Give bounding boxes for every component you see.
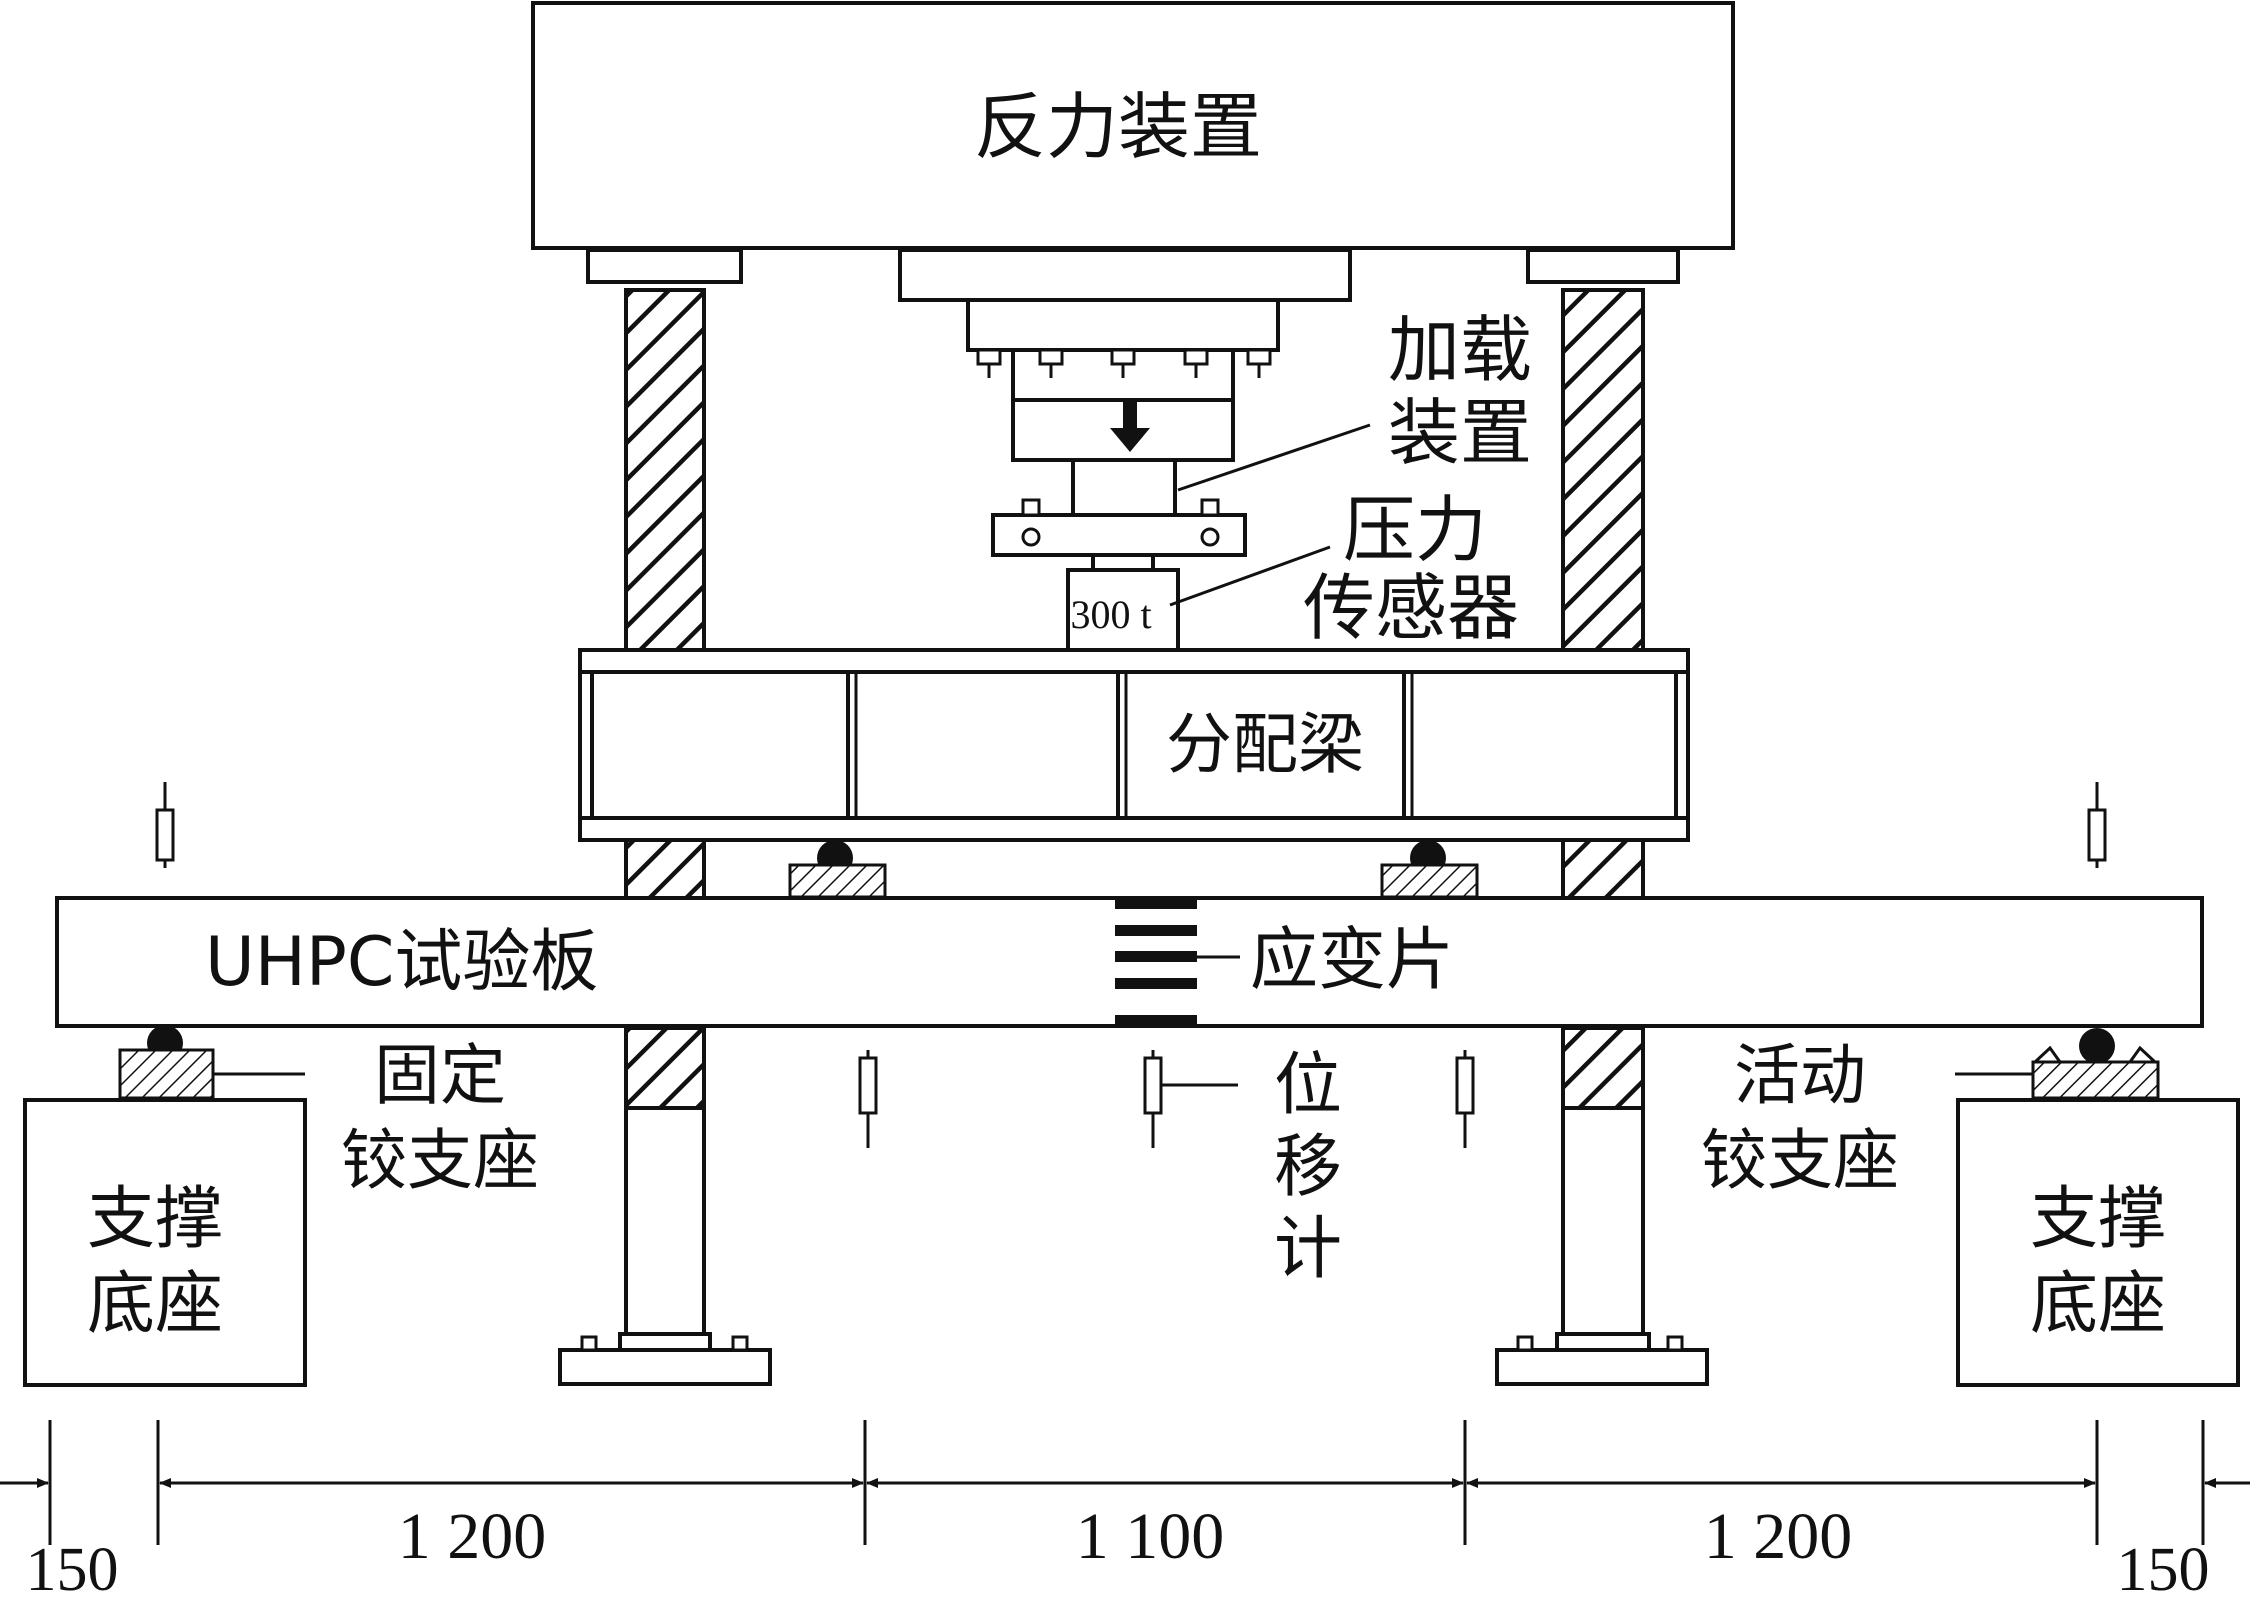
dimension-label-5: 150 (2117, 1536, 2210, 1598)
distribution-beam: 分配梁 (578, 648, 1690, 842)
dimension-line (0, 1420, 2250, 1545)
displacement-meter-top-left (155, 782, 175, 868)
support-base-left-line2: 底座 (87, 1265, 223, 1344)
distribution-beam-label: 分配梁 (1166, 706, 1364, 783)
pressure-sensor-callout: 压力 传感器 (1169, 488, 1519, 650)
reaction-frame: 反力装置 (531, 1, 1735, 250)
flange-bolts (976, 348, 1272, 378)
support-base-right: 支撑 底座 (1956, 1098, 2240, 1387)
displacement-meter-label-1: 位 (1274, 1046, 1342, 1125)
loading-device-label-line1: 加载 (1388, 308, 1532, 392)
dimension-labels: 150 1 200 1 100 1 200 150 (26, 1500, 2210, 1598)
strain-gauge-label: 应变片 (1250, 921, 1454, 1000)
fixed-hinge-label-line2: 铰支座 (341, 1122, 539, 1199)
reaction-frame-label: 反力装置 (974, 85, 1262, 169)
sliding-hinge-label-line2: 铰支座 (1701, 1122, 1899, 1199)
displacement-meter-bottom-1 (858, 1050, 878, 1148)
support-base-right-line1: 支撑 (2030, 1180, 2166, 1259)
column-cap-left (586, 248, 743, 284)
dimension-label-1: 150 (26, 1536, 119, 1598)
dimension-label-3: 1 100 (1076, 1500, 1225, 1573)
test-slab-label: UHPC试验板 (205, 923, 598, 1002)
loading-roller-left (788, 840, 887, 899)
sliding-hinge-label-line1: 活动 (1734, 1037, 1866, 1114)
pressure-sensor: 300 t (1066, 553, 1180, 652)
dimension-label-4: 1 200 (1704, 1500, 1853, 1573)
displacement-meter-bottom-3 (1455, 1050, 1475, 1148)
support-base-left: 支撑 底座 (23, 1098, 307, 1387)
support-base-right-line2: 底座 (2030, 1265, 2166, 1344)
dimension-label-2: 1 200 (398, 1500, 547, 1573)
load-direction-arrow-icon (1110, 398, 1150, 452)
strain-gauge-callout: 应变片 (1197, 921, 1454, 1000)
loading-device-label-line2: 装置 (1388, 391, 1532, 475)
sliding-hinge-support: 活动 铰支座 (1701, 1028, 2160, 1199)
loading-roller-right (1380, 840, 1479, 899)
loading-device-callout: 加载 装置 (1177, 308, 1532, 492)
pressure-sensor-label-line1: 压力 (1343, 488, 1487, 572)
displacement-meter-top-right (2087, 782, 2107, 868)
strain-gauge (1115, 898, 1197, 1026)
displacement-meter-bottom-2 (1143, 1050, 1163, 1148)
sensor-capacity-label: 300 t (1070, 592, 1151, 637)
support-base-left-line1: 支撑 (87, 1180, 223, 1259)
base-bolts (580, 1335, 1684, 1352)
displacement-meter-label-3: 计 (1274, 1210, 1342, 1289)
column-cap-right (1526, 248, 1680, 284)
displacement-meter-label-2: 移 (1274, 1128, 1342, 1207)
fixed-hinge-label-line1: 固定 (374, 1037, 506, 1114)
displacement-meter-callout: 位 移 计 (1161, 1046, 1342, 1289)
pressure-sensor-label-line2: 传感器 (1303, 566, 1519, 650)
loading-device (898, 248, 1352, 557)
